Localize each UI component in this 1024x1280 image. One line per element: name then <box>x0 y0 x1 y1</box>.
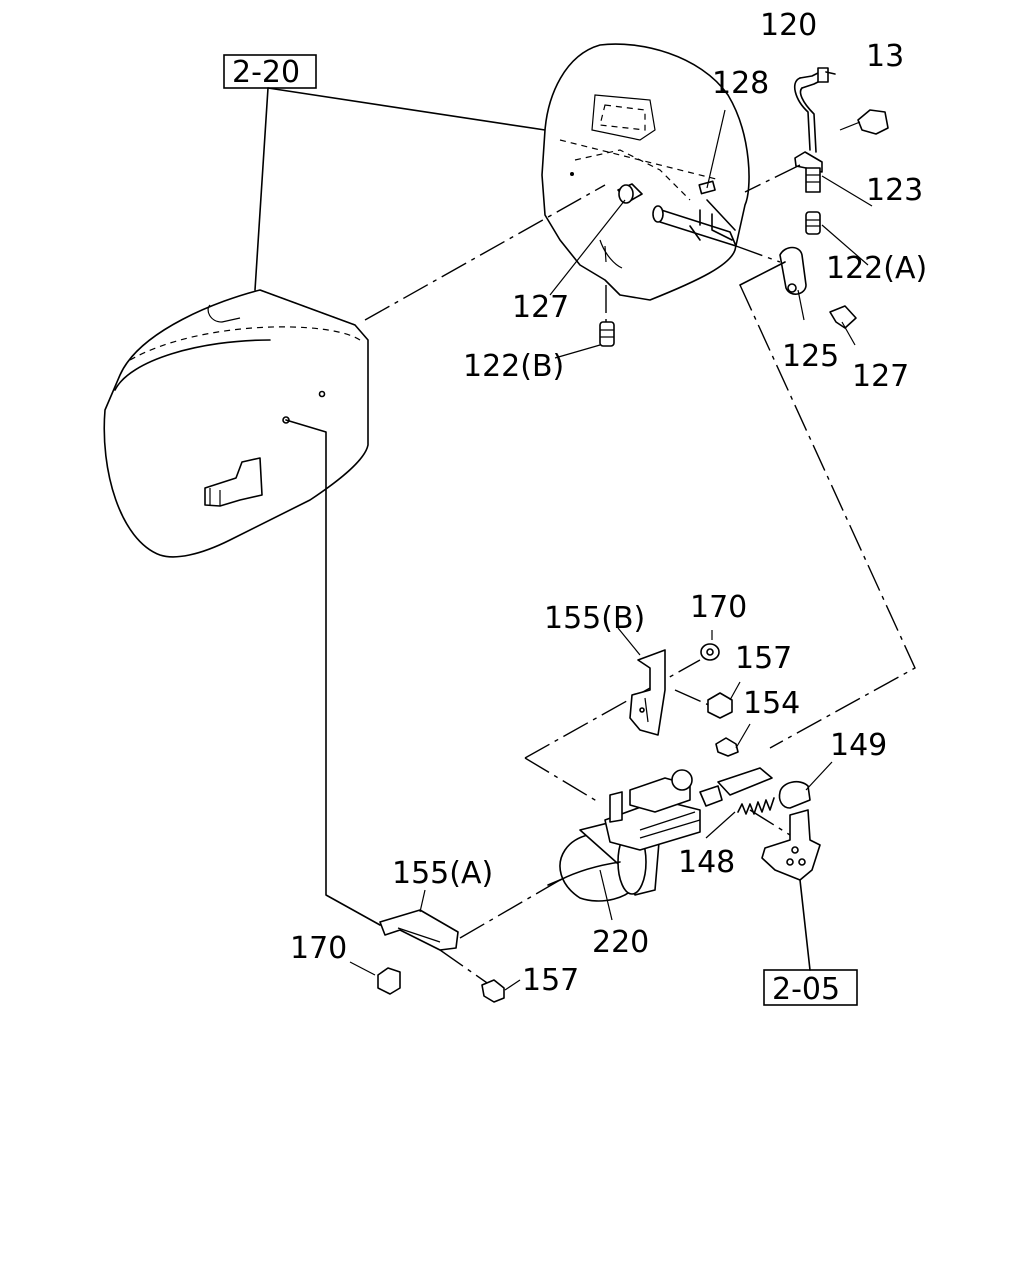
label-123[interactable]: 123 <box>866 173 923 208</box>
engine-housing <box>103 289 369 558</box>
label-120[interactable]: 120 <box>760 8 817 43</box>
label-122b[interactable]: 122(B) <box>463 349 564 384</box>
label-127-right[interactable]: 127 <box>852 359 909 394</box>
part-127-bolt-right[interactable] <box>829 305 857 329</box>
leader-lines <box>285 184 916 986</box>
label-125[interactable]: 125 <box>782 339 839 374</box>
label-170-lower[interactable]: 170 <box>290 931 347 966</box>
part-labels: 120 13 128 123 122(A) 127 125 127 122(B)… <box>290 8 927 998</box>
part-148-spring[interactable] <box>737 797 775 815</box>
part-125-lever[interactable] <box>779 246 807 295</box>
label-157-upper[interactable]: 157 <box>735 641 792 676</box>
part-157-bolt-upper[interactable] <box>707 692 733 719</box>
label-127-left[interactable]: 127 <box>512 290 569 325</box>
label-148[interactable]: 148 <box>678 845 735 880</box>
label-128[interactable]: 128 <box>712 66 769 101</box>
part-220-actuator[interactable] <box>547 767 773 902</box>
part-157-bolt-lower[interactable] <box>481 979 505 1003</box>
part-155b-bracket[interactable] <box>629 649 666 736</box>
label-leaders <box>349 175 873 991</box>
part-170-nut-lower[interactable] <box>377 967 401 995</box>
bracket-2-05 <box>761 809 821 971</box>
part-120-pipe[interactable] <box>793 67 836 153</box>
label-220[interactable]: 220 <box>592 925 649 960</box>
ref-2-20-leaders <box>254 87 546 291</box>
part-122b-fitting[interactable] <box>599 285 615 347</box>
part-149-plate[interactable] <box>778 780 811 809</box>
ref-2-05-label: 2-05 <box>772 972 840 1007</box>
part-122a-fitting[interactable] <box>805 211 821 235</box>
label-155b[interactable]: 155(B) <box>544 601 645 636</box>
label-155a[interactable]: 155(A) <box>392 856 493 891</box>
label-157-lower[interactable]: 157 <box>522 963 579 998</box>
part-127-bolt-left[interactable] <box>617 183 643 204</box>
label-149[interactable]: 149 <box>830 728 887 763</box>
ref-2-05[interactable]: 2-05 <box>763 969 858 1007</box>
shift-shaft <box>652 205 781 263</box>
part-128-key[interactable] <box>698 109 736 241</box>
part-154-bolt[interactable] <box>715 737 739 757</box>
label-170-upper[interactable]: 170 <box>690 590 747 625</box>
label-13[interactable]: 13 <box>866 39 904 74</box>
part-13-bolt[interactable] <box>839 109 889 135</box>
part-123-fitting[interactable] <box>744 151 823 193</box>
label-154[interactable]: 154 <box>743 686 800 721</box>
part-170-washer-upper[interactable] <box>700 643 720 661</box>
label-122a[interactable]: 122(A) <box>826 251 927 286</box>
ref-2-20-label: 2-20 <box>232 55 300 90</box>
part-155a-bracket[interactable] <box>379 909 459 951</box>
ref-2-20[interactable]: 2-20 <box>223 54 317 90</box>
